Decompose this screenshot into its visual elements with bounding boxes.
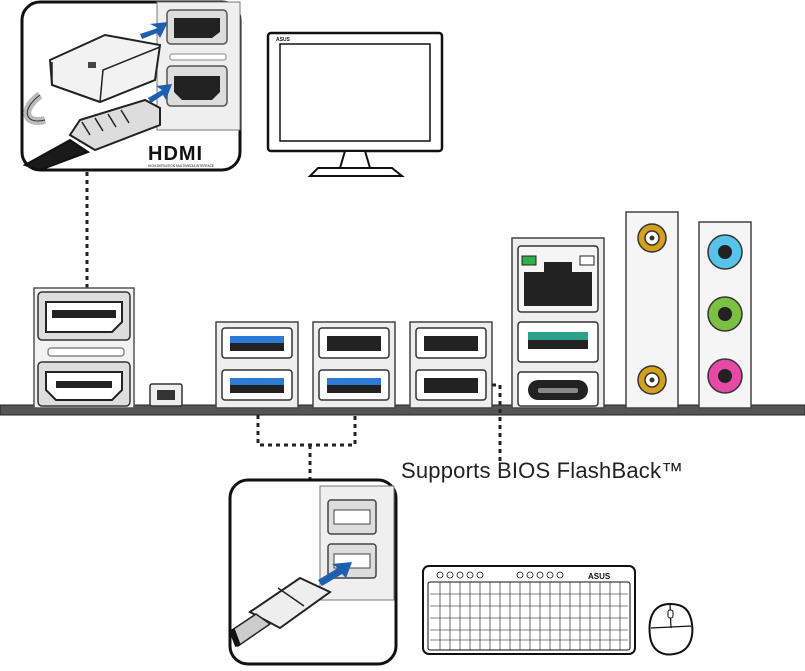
- usb-flashback-port[interactable]: [415, 369, 487, 401]
- usb-port[interactable]: [221, 369, 293, 401]
- usb-inset: [228, 478, 398, 666]
- rear-hdmi-port[interactable]: [37, 361, 131, 407]
- displayport-plug-icon: [23, 33, 162, 125]
- keyboard-brand: ASUS: [588, 572, 611, 581]
- usb-port[interactable]: [318, 369, 390, 401]
- rear-displayport[interactable]: [37, 291, 131, 341]
- usb-plug-icon: [229, 576, 332, 648]
- antenna-connector[interactable]: [637, 365, 667, 395]
- motherboard-rail: [0, 404, 805, 416]
- usb-port[interactable]: [221, 327, 293, 359]
- bios-flashback-label: Supports BIOS FlashBack™: [401, 458, 684, 483]
- mouse-icon: [648, 602, 694, 656]
- audio-line-in-jack[interactable]: [707, 234, 743, 270]
- hdmi-tagline: HIGH-DEFINITION MULTIMEDIA INTERFACE: [148, 164, 214, 168]
- monitor-brand: ASUS: [276, 37, 291, 43]
- hdmi-inset: HDMI HIGH-DEFINITION MULTIMEDIA INTERFAC…: [20, 0, 242, 172]
- audio-jacks: [698, 221, 752, 409]
- usb-stack-1: [215, 321, 299, 409]
- bios-flashback-button[interactable]: [149, 383, 183, 407]
- usb-port[interactable]: [318, 327, 390, 359]
- usb-connection-line: [256, 415, 357, 480]
- audio-mic-jack[interactable]: [707, 358, 743, 394]
- insert-arrow-icon: [318, 562, 352, 586]
- monitor-icon: ASUS: [266, 31, 444, 177]
- lan-port[interactable]: [517, 245, 599, 313]
- inset-hdmi-port: [166, 65, 228, 107]
- usb-port[interactable]: [415, 327, 487, 359]
- usb-stack-2: [312, 321, 396, 409]
- hdmi-plug-icon: [22, 98, 161, 172]
- inset-displayport-port: [166, 9, 228, 45]
- insert-arrow-icon: [140, 22, 172, 103]
- usb-stack-3: [409, 321, 493, 409]
- keyboard-icon: ASUS: [422, 565, 636, 655]
- antenna-connectors: [625, 211, 679, 409]
- audio-line-out-jack[interactable]: [707, 296, 743, 332]
- flashback-connection-line: [492, 383, 502, 462]
- lan-usb-stack: [511, 237, 605, 409]
- rear-video-ports: [33, 287, 135, 409]
- usb-c-port[interactable]: [517, 371, 599, 407]
- hdmi-logo: HDMI: [148, 143, 203, 165]
- usb-port[interactable]: [517, 321, 599, 363]
- antenna-connector[interactable]: [637, 223, 667, 253]
